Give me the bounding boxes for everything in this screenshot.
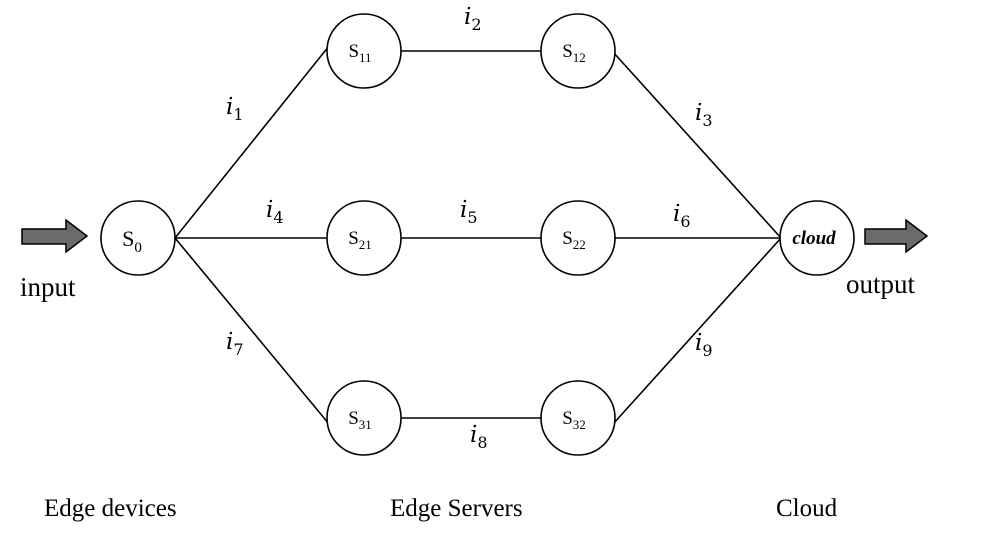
- edge-label-i9: i9: [695, 330, 713, 360]
- edge-label-i1: i1: [226, 94, 244, 124]
- tier-label-edge-servers: Edge Servers: [390, 495, 523, 522]
- edge-label-i5: i5: [460, 197, 478, 227]
- node-cloud: cloud: [779, 200, 855, 276]
- node-s32: S32: [540, 380, 616, 456]
- node-s12: S12: [540, 13, 616, 89]
- tier-label-cloud: Cloud: [776, 495, 838, 522]
- output-label: output: [846, 269, 916, 299]
- svg-text:S32: S32: [562, 408, 586, 432]
- svg-text:S0: S0: [122, 226, 142, 256]
- svg-text:S31: S31: [348, 408, 372, 432]
- svg-text:S11: S11: [348, 41, 371, 65]
- svg-text:S22: S22: [562, 228, 586, 252]
- edge-label-i3: i3: [695, 100, 713, 130]
- edge-i7: [174, 237, 330, 425]
- svg-text:S21: S21: [348, 228, 372, 252]
- output-arrow-icon: [864, 218, 929, 254]
- node-s31: S31: [326, 380, 402, 456]
- node-s0: S0: [100, 200, 176, 276]
- edges: [174, 45, 782, 425]
- edge-i3: [612, 51, 782, 239]
- edge-i9: [612, 237, 782, 425]
- edge-label-i7: i7: [226, 329, 244, 359]
- tier-label-edge-devices: Edge devices: [44, 495, 177, 522]
- edge-label-i6: i6: [673, 201, 691, 231]
- node-s11: S11: [326, 13, 402, 89]
- edge-i1: [174, 45, 330, 239]
- node-s21: S21: [326, 200, 402, 276]
- svg-text:cloud: cloud: [792, 228, 836, 249]
- input-label: input: [20, 272, 76, 302]
- node-s22: S22: [540, 200, 616, 276]
- edge-label-i2: i2: [464, 4, 482, 34]
- svg-text:S12: S12: [562, 41, 586, 65]
- input-arrow-icon: [21, 218, 89, 254]
- edge-label-i8: i8: [470, 422, 488, 452]
- edge-label-i4: i4: [266, 197, 284, 227]
